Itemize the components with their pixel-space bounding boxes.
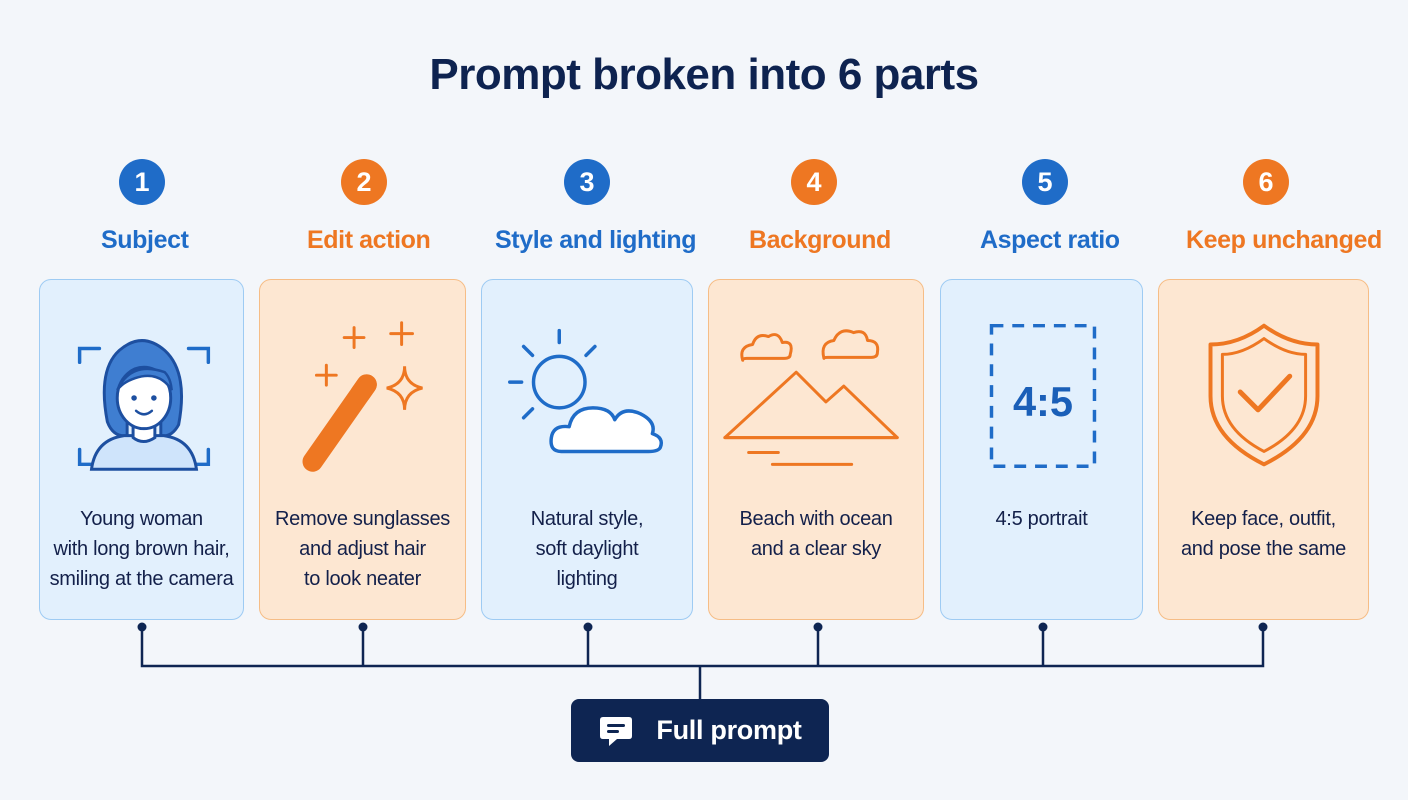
part-description: Natural style, soft daylight lighting bbox=[530, 508, 644, 590]
part-label: Aspect ratio bbox=[980, 226, 1120, 254]
part-label: Background bbox=[749, 226, 891, 254]
person-face-icon bbox=[77, 339, 211, 471]
sun-cloud-icon bbox=[508, 328, 664, 454]
part-label: Edit action bbox=[307, 226, 431, 254]
aspect-ratio-icon: 4:5 bbox=[989, 323, 1097, 469]
step-number-badge: 6 bbox=[1243, 159, 1289, 205]
chat-bubble-icon bbox=[600, 716, 633, 746]
aspect-ratio-text: 4:5 bbox=[1013, 378, 1073, 425]
step-number-badge: 1 bbox=[119, 159, 165, 205]
part-label: Keep unchanged bbox=[1186, 226, 1382, 254]
part-description: Remove sunglasses and adjust hair to loo… bbox=[275, 508, 450, 590]
part-description: Young woman with long brown hair, smilin… bbox=[49, 508, 234, 590]
step-number-badge: 2 bbox=[341, 159, 387, 205]
part-label: Style and lighting bbox=[495, 226, 697, 254]
step-number-badge: 3 bbox=[564, 159, 610, 205]
part-description: 4:5 portrait bbox=[995, 508, 1088, 530]
mountains-clouds-icon bbox=[723, 329, 899, 466]
part-card: Natural style, soft daylight lighting bbox=[481, 279, 693, 620]
part-card: Keep face, outfit, and pose the same bbox=[1158, 279, 1369, 620]
part-label: Subject bbox=[101, 226, 189, 254]
page-title: Prompt broken into 6 parts bbox=[429, 50, 979, 99]
step-number-badge: 4 bbox=[791, 159, 837, 205]
full-prompt-button[interactable]: Full prompt bbox=[571, 699, 829, 762]
part-card: Beach with ocean and a clear sky bbox=[708, 279, 924, 620]
part-card: 4:5 4:5 portrait bbox=[940, 279, 1143, 620]
full-prompt-label: Full prompt bbox=[656, 715, 802, 745]
part-card: Young woman with long brown hair, smilin… bbox=[39, 279, 244, 620]
part-description: Beach with ocean and a clear sky bbox=[739, 508, 893, 560]
part-card: Remove sunglasses and adjust hair to loo… bbox=[259, 279, 466, 620]
part-description: Keep face, outfit, and pose the same bbox=[1180, 508, 1347, 560]
shield-check-icon bbox=[1208, 323, 1320, 467]
magic-wand-icon bbox=[302, 321, 423, 472]
step-number-badge: 5 bbox=[1022, 159, 1068, 205]
